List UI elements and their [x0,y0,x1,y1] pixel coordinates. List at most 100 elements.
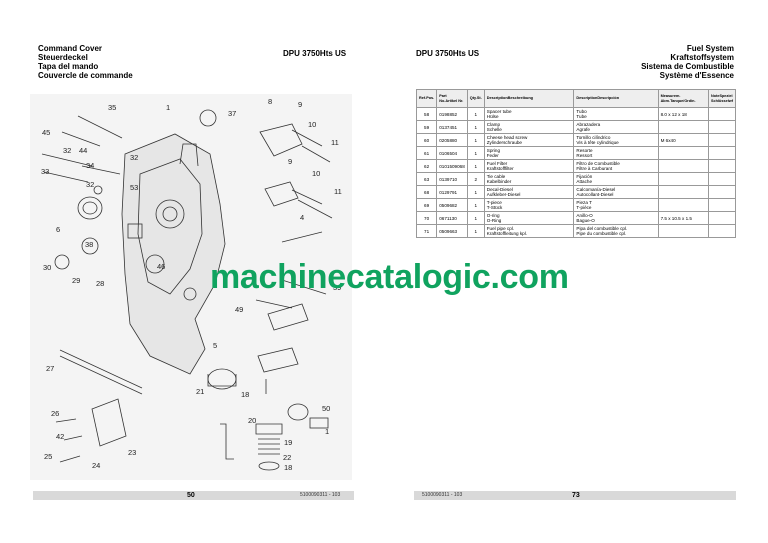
cell-text-line: T-pièce [576,205,592,210]
callout-label: 34 [86,161,95,170]
cell-ref: 61 [415,146,438,160]
cell-text-line: Fijación [576,174,593,179]
cell-part-number: 0129791 [436,185,468,199]
cell-part-number: 0106504 [436,146,468,160]
cell-part-number: 0101509068 [436,159,468,173]
callout-label: 42 [56,432,65,441]
cell-ref: 69 [415,198,438,212]
cell-text-line: Hülse [486,114,499,119]
doc-code: 5100090311 - 103 [422,492,463,498]
cell-qty: 1 [466,185,485,199]
col-qty-header: Qty.St. [466,89,485,108]
page-number: 50 [187,492,195,499]
cell-note [708,159,736,173]
cell-text-line: Bague-O [576,218,595,223]
left-page-title: Command Cover Steuerdeckel Tapa del mand… [38,44,133,80]
title-line: Command Cover [38,44,103,53]
cell-text-line: T-Stück [486,205,503,210]
title-line: Système d'Essence [659,71,734,80]
callout-label: 38 [85,240,94,249]
cell-measurement [657,185,710,199]
cell-note [708,198,736,212]
cell-qty: 1 [466,146,485,160]
cell-measurement [657,120,710,134]
callout-label: 21 [196,387,205,396]
cell-measurement [657,172,710,186]
cell-note [708,211,736,225]
cell-qty: 1 [466,159,485,173]
callout-label: 32 [63,146,72,155]
cell-ref: 71 [415,224,438,238]
cell-part-number: 0139710 [436,172,468,186]
cell-text-line: Tie cable [486,174,506,179]
cell-text-line: Tornillo cilíndrico [576,135,611,140]
cell-text-line: Pieza T [576,200,592,205]
cell-qty: 1 [466,107,485,121]
callout-label: 24 [92,461,101,470]
cell-text-line: Clamp [486,122,501,127]
cell-text-line: Aufkleber-Diesel [486,192,521,197]
callout-label: 53 [130,183,139,192]
cell-note [708,185,736,199]
cell-measurement: 8.0 x 12 x 18 [657,107,710,121]
cell-text-line: Spacer tube [486,109,512,114]
cell-text-line: Fuel Filter [486,161,508,166]
cell-text-line: Fuel pipe cpl. [486,226,515,231]
callout-label: 32 [130,153,139,162]
callout-label: 29 [72,276,81,285]
cell-text-line: Cheese head screw [486,135,528,140]
cell-ref: 58 [415,107,438,121]
title-line: Sistema de Combustible [641,62,734,71]
cell-ref: 62 [415,159,438,173]
cell-note [708,224,736,238]
cell-text-line: Pipe du combustible cpl. [576,231,627,236]
right-page: DPU 3750Hts US Fuel System Kraftstoffsys… [384,0,768,543]
callout-label: 10 [308,120,317,129]
callout-label: 44 [79,146,88,155]
cell-text-line: Agrafe [576,127,590,132]
cell-part-number: 0671130 [436,211,468,225]
cell-part-number: 0509682 [436,198,468,212]
cell-ref: 59 [415,120,438,134]
callout-label: 8 [268,97,273,106]
callout-label: 28 [96,279,105,288]
cell-text-line: Tubo [576,109,587,114]
cell-text-line: Kabelbinder [486,179,512,184]
callout-label: 19 [284,438,293,447]
callout-label: 45 [42,128,51,137]
cell-note [708,120,736,134]
cell-note [708,172,736,186]
cell-text-line: Feder [486,153,499,158]
cell-text-line: Abrazadera [576,122,601,127]
col-ref-header: Ref.Pos. [415,89,438,108]
cell-part-number: 0137451 [436,120,468,134]
callout-label: 39 [333,283,342,292]
cell-text-line: Zylinderschraube [486,140,522,145]
cell-text-line: Resorte [576,148,593,153]
cell-text-line: Attache [576,179,592,184]
callout-label: 33 [41,167,50,176]
cell-text-line: Ressort [576,153,593,158]
cell-text-line: Decal-Diesel [486,187,513,192]
cell-text-line: Pipa del combustible cpl. [576,226,628,231]
cell-measurement [657,224,710,238]
callout-label: 32 [86,180,95,189]
callout-label: 9 [298,100,303,109]
